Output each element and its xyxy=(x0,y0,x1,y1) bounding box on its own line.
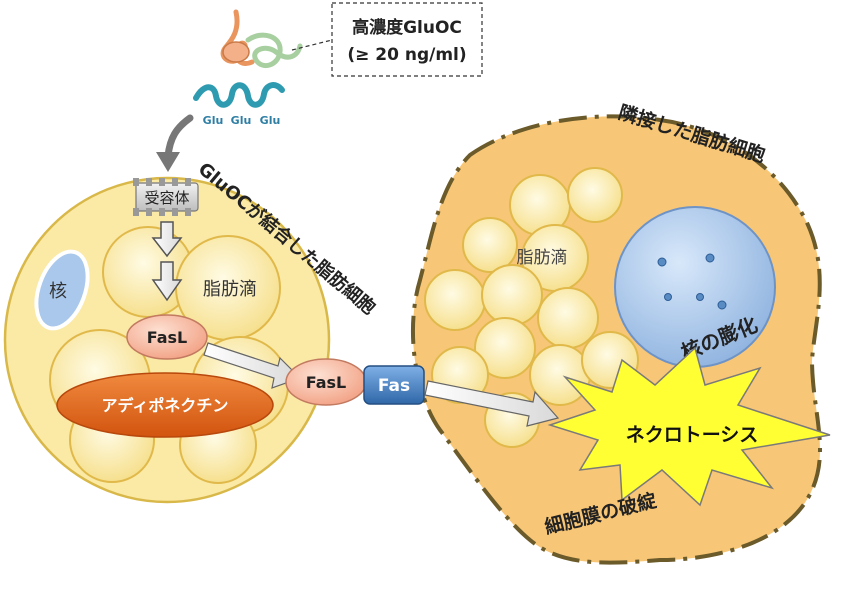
neighbor-cell: 脂肪滴 核の膨化 ネクロトーシス 隣接した脂肪細胞 細胞膜の破綻 xyxy=(410,101,831,565)
concentration-line1: 高濃度GluOC xyxy=(352,17,462,38)
bound-cell-nucleus xyxy=(34,249,90,331)
glu-tag-3: Glu xyxy=(260,114,281,127)
inner-fasl xyxy=(126,314,208,360)
surface-fasl-label: FasL xyxy=(306,373,347,392)
bound-cell: 核 脂肪滴 アディポネクチン FasL 受容体 GluOCが結 xyxy=(3,158,380,504)
signal-arrow-down-2 xyxy=(151,261,183,302)
lipid-droplet xyxy=(567,167,623,223)
concentration-line2: (≥ 20 ng/ml) xyxy=(347,45,466,65)
lipid-droplet xyxy=(474,317,536,379)
gluoc-molecule: Glu Glu Glu xyxy=(193,9,303,127)
necroptosis-label: ネクロトーシス xyxy=(626,424,759,446)
binding-arrow xyxy=(156,114,194,172)
signal-arrow-down-1 xyxy=(151,221,183,258)
bound-nucleus-label: 核 xyxy=(49,281,67,302)
receptor-label: 受容体 xyxy=(144,189,189,207)
neighbor-lipid-label: 脂肪滴 xyxy=(517,248,568,268)
lipid-droplet xyxy=(537,287,599,349)
inner-fasl-label: FasL xyxy=(147,328,188,347)
helix-teal xyxy=(193,82,285,108)
helix-green xyxy=(245,32,303,69)
lipid-droplet xyxy=(481,264,543,326)
receptor: 受容体 xyxy=(133,178,199,216)
necroptosis-arrow xyxy=(424,380,560,427)
glu-tag-1: Glu xyxy=(203,114,224,127)
fas-label: Fas xyxy=(378,376,410,396)
fas-receptor xyxy=(363,365,425,405)
adiponectin-ellipse xyxy=(56,372,274,438)
concentration-callout: 高濃度GluOC (≥ 20 ng/ml) xyxy=(331,2,483,77)
neighbor-lipid-droplets xyxy=(424,167,639,448)
lipid-droplet xyxy=(462,217,518,273)
nucleus-dots xyxy=(657,253,727,310)
bound-lipid-label: 脂肪滴 xyxy=(203,279,257,300)
adiponectin-label: アディポネクチン xyxy=(102,396,229,415)
glu-tag-2: Glu xyxy=(231,114,252,127)
glu-tags: Glu Glu Glu xyxy=(203,114,281,127)
necroptosis-burst xyxy=(547,346,831,507)
helix-orange-body xyxy=(222,41,250,63)
lipid-droplet xyxy=(424,269,486,331)
signal-arrows xyxy=(151,221,183,302)
fasl-fas-interface: FasL Fas xyxy=(203,342,560,427)
